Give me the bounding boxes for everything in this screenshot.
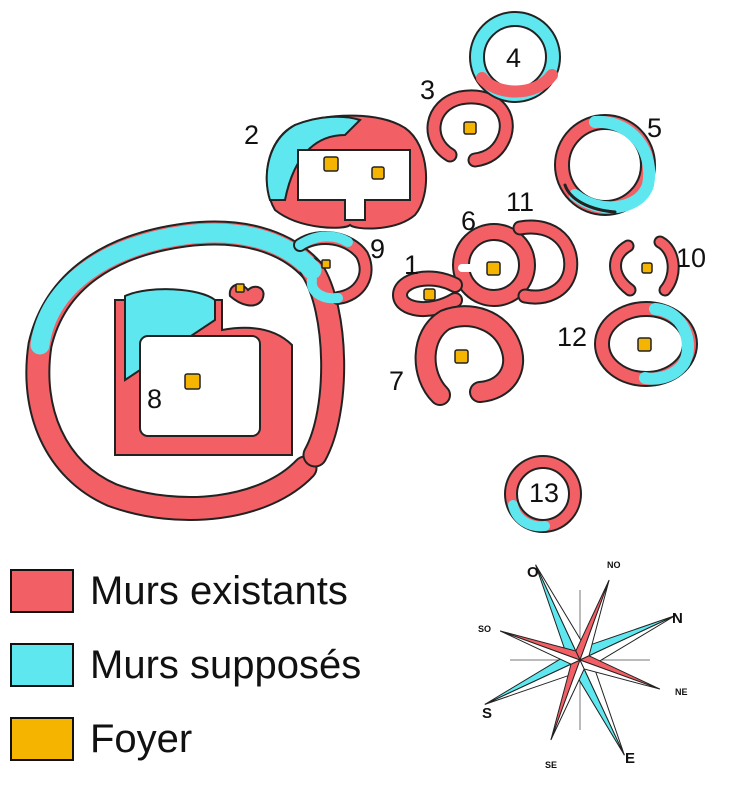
label-structure-12: 12: [557, 322, 587, 352]
structure-9-wall: [293, 231, 373, 305]
compass-label-north: N: [672, 610, 683, 627]
label-structure-1: 1: [404, 250, 419, 280]
structure-4-wall: [469, 11, 561, 103]
structure-1-wall: [391, 270, 463, 318]
structure-10-wall: [609, 235, 680, 297]
compass-label-southwest: SO: [478, 624, 491, 634]
legend-item-existing-walls: Murs existants: [10, 565, 430, 617]
label-structure-11: 11: [506, 187, 534, 217]
compass-rose: O N E S NO NE SE SO: [478, 560, 688, 770]
structure-8-outer-wall: [25, 220, 346, 521]
compass-minor-rays: [510, 590, 650, 730]
hearth-8-annex: [235, 283, 245, 293]
label-structure-2: 2: [244, 120, 259, 150]
structure-3-wall: [426, 89, 514, 168]
label-structure-5: 5: [647, 113, 662, 143]
structure-6-wall: [452, 223, 536, 307]
hearth-8: [184, 373, 201, 390]
compass-points: [484, 564, 676, 756]
label-structure-13: 13: [529, 478, 559, 508]
structure-11-wall: [512, 219, 579, 305]
legend-swatch-supposed-walls: [10, 643, 74, 687]
legend-label-existing-walls: Murs existants: [90, 568, 348, 613]
label-structure-8: 8: [147, 384, 162, 414]
legend-swatch-hearth: [10, 717, 74, 761]
label-structure-3: 3: [420, 75, 435, 105]
compass-label-south: S: [482, 705, 492, 722]
compass-label-northeast: NE: [675, 687, 688, 697]
hearth-2: [323, 156, 339, 172]
hearths: [184, 121, 653, 390]
legend-swatch-existing-walls: [10, 569, 74, 613]
hearth-2b: [371, 166, 385, 180]
legend-label-supposed-walls: Murs supposés: [90, 642, 362, 687]
compass-label-southeast: SE: [545, 760, 557, 770]
hearth-9: [321, 259, 331, 269]
hearth-6: [486, 261, 501, 276]
structure-13-wall: [504, 455, 582, 533]
structure-2-wall: [265, 114, 428, 230]
structure-7-wall: [414, 305, 525, 406]
label-structure-6: 6: [461, 206, 476, 236]
legend-item-supposed-walls: Murs supposés: [10, 639, 430, 691]
label-structure-9: 9: [370, 234, 385, 264]
hearth-1: [423, 288, 436, 301]
compass-label-west: O: [527, 564, 539, 581]
legend-label-hearth: Foyer: [90, 716, 193, 761]
hearth-7: [454, 349, 469, 364]
legend-item-hearth: Foyer: [10, 713, 430, 765]
hearth-12: [637, 337, 652, 352]
structure-labels: 1 2 3 4 5 6 7 8 9 10 11 12 13: [147, 43, 706, 508]
label-structure-10: 10: [676, 243, 706, 273]
hearth-10: [641, 262, 653, 274]
hearth-3: [463, 121, 477, 135]
label-structure-4: 4: [506, 43, 521, 73]
compass-label-northwest: NO: [607, 560, 621, 570]
label-structure-7: 7: [389, 366, 404, 396]
legend: Murs existants Murs supposés Foyer: [10, 565, 430, 787]
structure-8-inner-wall: [114, 283, 293, 456]
structure-12-wall: [594, 301, 698, 387]
compass-label-east: E: [625, 750, 635, 767]
structure-5-wall: [554, 114, 656, 216]
